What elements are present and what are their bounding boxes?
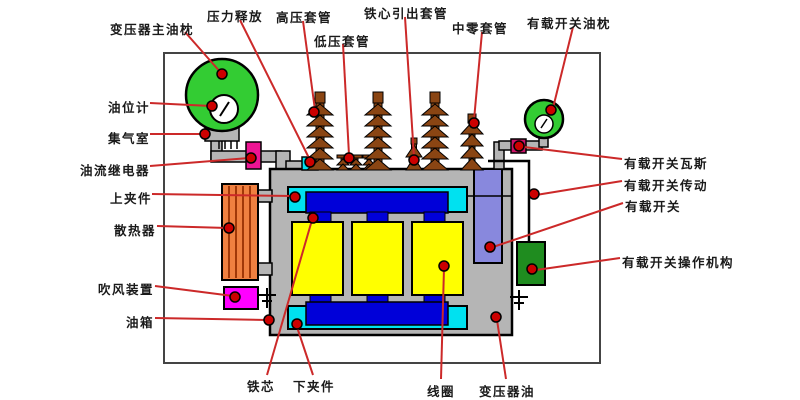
oltc-conservator-body <box>523 98 565 140</box>
leader-lines <box>149 16 624 380</box>
coil-right <box>411 221 464 296</box>
label-oltc-operating-mechanism: 有载开关操作机构 <box>622 255 735 270</box>
label-blower-device: 吹风装置 <box>97 282 154 297</box>
label-iron-core: 铁芯 <box>247 379 276 394</box>
label-upper-clamp: 上夹件 <box>109 191 152 206</box>
label-lower-clamp: 下夹件 <box>293 379 336 394</box>
label-pressure-release: 压力释放 <box>207 9 264 24</box>
gauge-needle <box>219 101 230 117</box>
oltc-drive-shaft <box>488 159 531 243</box>
label-oil-flow-relay: 油流继电器 <box>79 163 150 178</box>
label-lv-bushing: 低压套管 <box>314 34 371 49</box>
label-radiator: 散热器 <box>113 223 156 238</box>
core-bottom-yoke <box>305 301 449 326</box>
oltc-operating-mechanism-body <box>516 241 546 286</box>
label-main-conservator: 变压器主油枕 <box>110 22 195 37</box>
label-oltc-drive: 有载开关传动 <box>624 178 709 193</box>
core-top-yoke <box>305 191 449 214</box>
coil-left <box>291 221 344 296</box>
ground-symbol-left <box>258 288 276 308</box>
label-transformer-oil: 变压器油 <box>479 384 536 399</box>
label-core-leadout-bushing: 铁心引出套管 <box>364 6 449 21</box>
label-oil-level-gauge: 油位计 <box>107 100 150 115</box>
label-hv-bushing: 高压套管 <box>276 10 333 25</box>
coil-middle <box>351 221 404 296</box>
label-neutral-bushing: 中零套管 <box>452 21 509 36</box>
callout-dots <box>199 68 557 330</box>
label-oil-tank: 油箱 <box>125 315 154 330</box>
label-coil: 线圈 <box>427 384 456 399</box>
blower-body <box>223 286 259 310</box>
label-oltc-switch: 有载开关 <box>625 199 682 214</box>
main-conservator-body <box>184 57 260 133</box>
ground-symbol-right <box>510 290 528 310</box>
label-oltc-conservator: 有载开关油枕 <box>527 16 612 31</box>
label-oltc-gas-relay: 有载开关瓦斯 <box>624 156 709 171</box>
right-pipework <box>493 132 549 170</box>
core-and-coils <box>287 186 468 330</box>
label-gas-collect-chamber: 集气室 <box>107 131 150 146</box>
